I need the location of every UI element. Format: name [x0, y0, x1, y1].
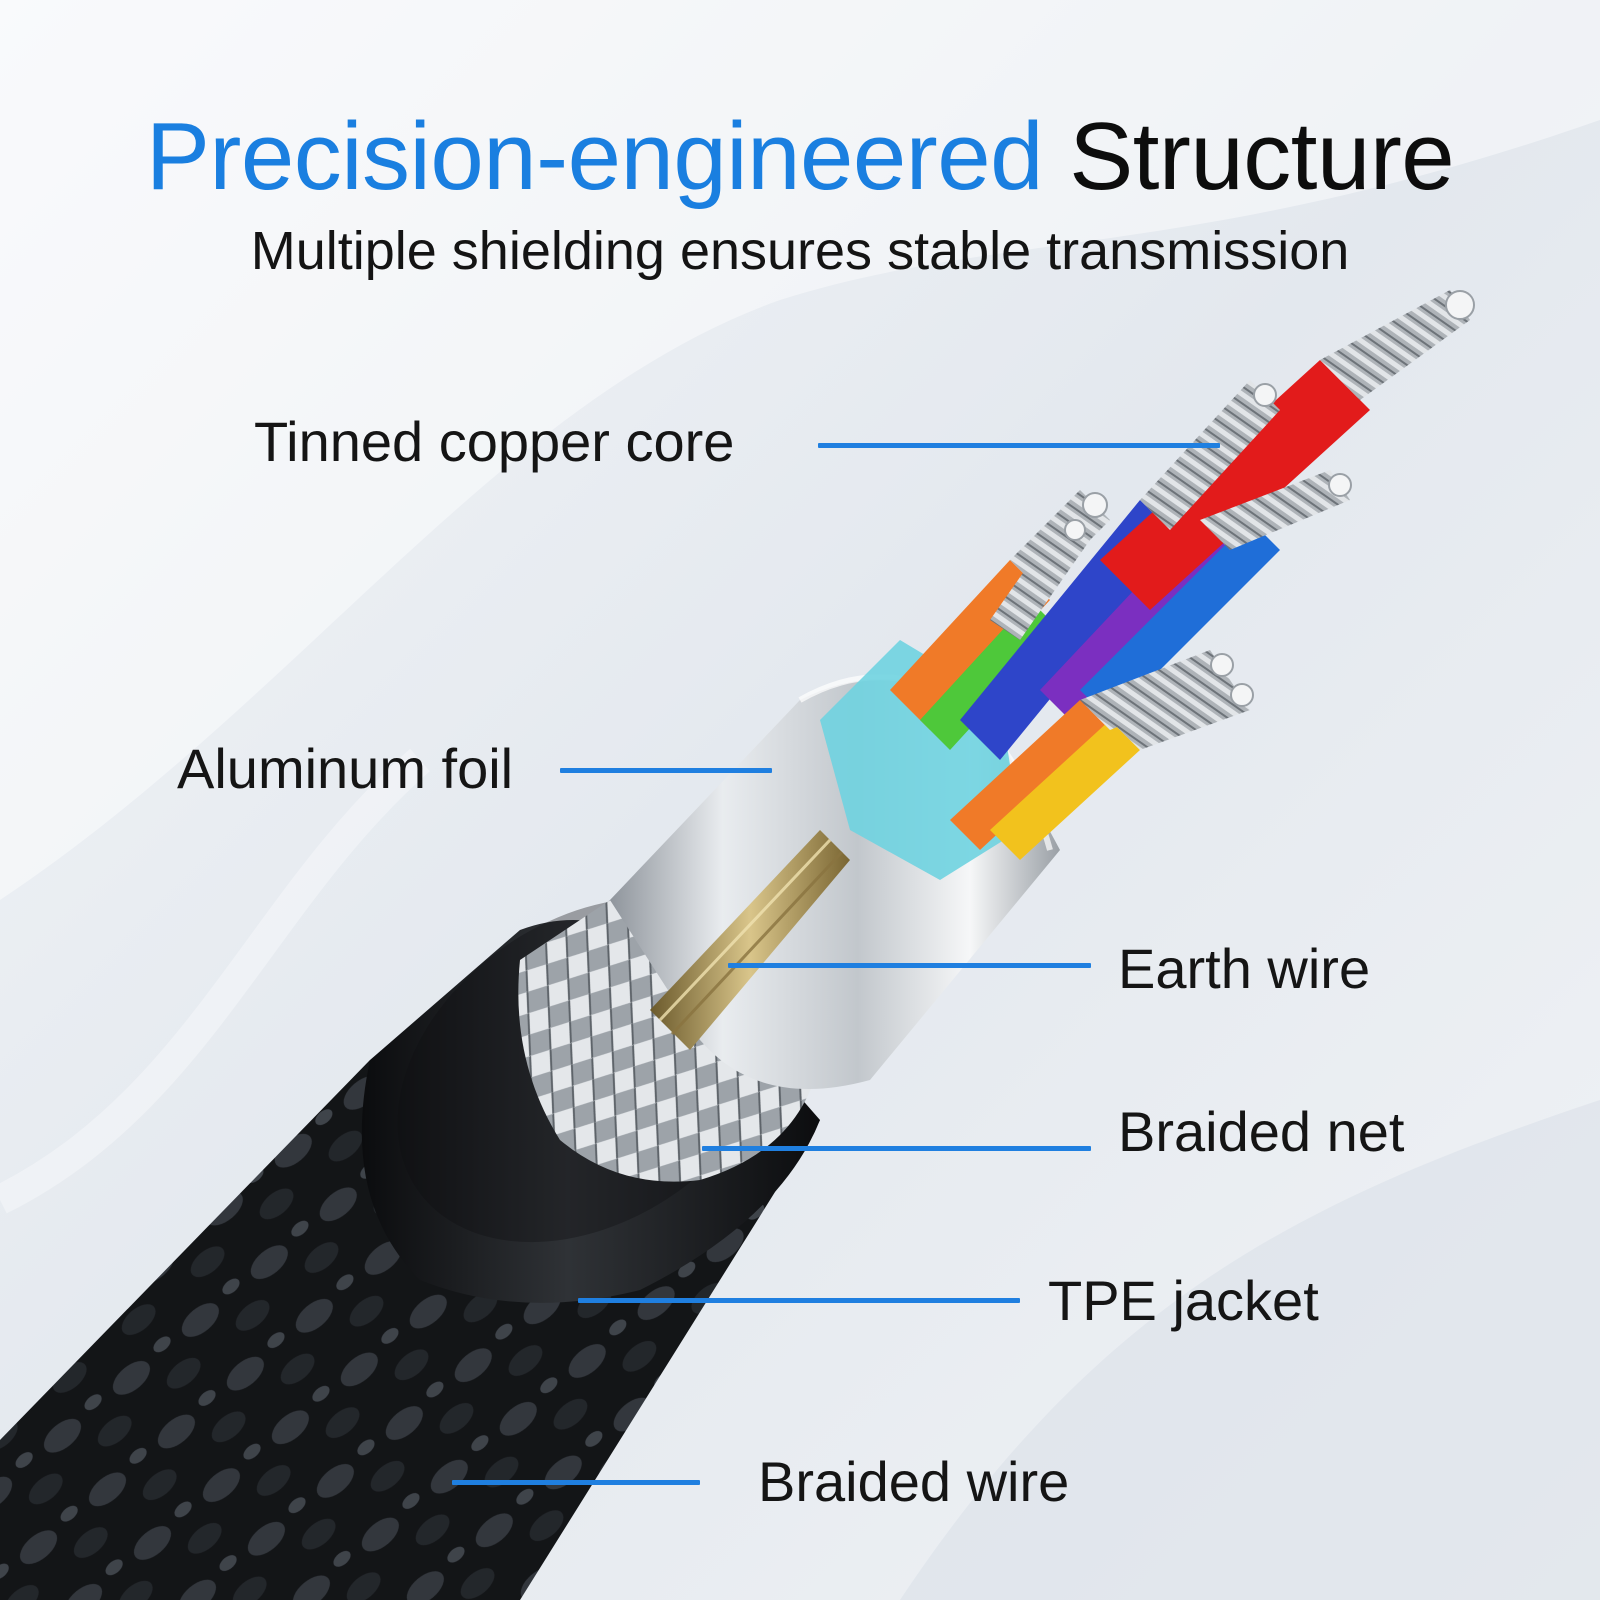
label-tpe-jacket: TPE jacket — [1048, 1269, 1319, 1332]
label-braided-net: Braided net — [1118, 1100, 1405, 1163]
label-tinned-copper-core: Tinned copper core — [254, 410, 735, 473]
label-earth-wire: Earth wire — [1118, 937, 1371, 1000]
leader-line-braided-wire — [452, 1480, 700, 1485]
inner-conductors — [820, 290, 1475, 880]
title-highlight: Precision-engineered — [145, 103, 1044, 210]
leader-line-earth-wire — [728, 963, 1091, 968]
earth-wire-strands — [650, 830, 850, 1050]
leader-line-braided-net — [702, 1146, 1091, 1151]
label-aluminum-foil: Aluminum foil — [177, 737, 514, 800]
title-rest: Structure — [1069, 103, 1455, 210]
leader-line-aluminum-foil — [560, 768, 772, 773]
leader-line-tinned-copper-core — [818, 443, 1220, 448]
label-braided-wire: Braided wire — [758, 1450, 1070, 1513]
page-subtitle: Multiple shielding ensures stable transm… — [250, 221, 1350, 281]
leader-line-tpe-jacket — [578, 1298, 1020, 1303]
page-title: Precision-engineered Structure — [0, 104, 1600, 210]
